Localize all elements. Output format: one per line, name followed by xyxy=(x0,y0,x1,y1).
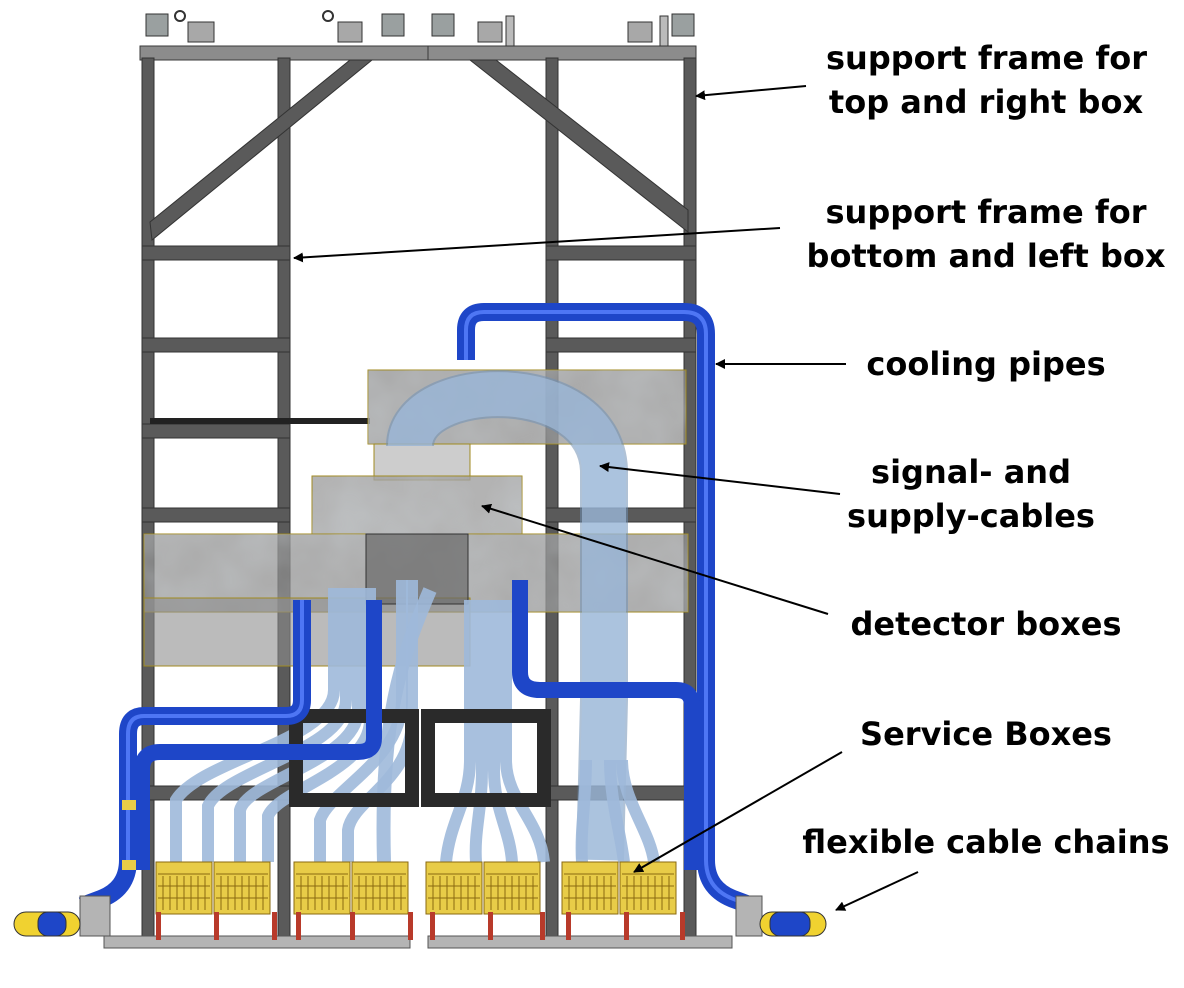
label-flexible-cable-chains: flexible cable chains xyxy=(800,820,1172,864)
label-line: flexible cable chains xyxy=(802,823,1170,861)
arrow-cable-chains xyxy=(835,871,919,911)
label-line: signal- and xyxy=(871,453,1071,491)
label-line: bottom and left box xyxy=(806,237,1166,275)
service-box xyxy=(351,861,409,915)
arrow-detector-boxes xyxy=(481,503,829,615)
service-box xyxy=(483,861,541,915)
service-box xyxy=(213,861,271,915)
leader-arrows xyxy=(293,85,919,911)
label-support-frame-bottom-left: support frame for bottom and left box xyxy=(806,190,1166,278)
label-support-frame-top-right: support frame for top and right box xyxy=(826,36,1148,124)
label-line: detector boxes xyxy=(850,605,1122,643)
label-service-boxes: Service Boxes xyxy=(856,712,1116,756)
flexible-cable-chains xyxy=(13,895,827,937)
service-boxes xyxy=(155,861,677,915)
top-clamps xyxy=(145,10,695,47)
service-box xyxy=(293,861,351,915)
label-cooling-pipes: cooling pipes xyxy=(866,342,1106,386)
arrow-top-right-frame xyxy=(695,85,807,101)
arrow-bottom-left-frame xyxy=(293,227,781,263)
service-box xyxy=(561,861,619,915)
base xyxy=(103,912,733,949)
label-line: support frame for xyxy=(825,193,1147,231)
label-detector-boxes: detector boxes xyxy=(846,602,1126,646)
label-line: cooling pipes xyxy=(866,345,1106,383)
label-line: Service Boxes xyxy=(860,715,1112,753)
label-signal-supply-cables: signal- and supply-cables xyxy=(846,450,1096,538)
service-box xyxy=(425,861,483,915)
arrow-cables xyxy=(599,462,841,495)
label-line: support frame for xyxy=(826,39,1148,77)
arrow-service-boxes xyxy=(633,751,843,873)
cooling-pipes xyxy=(78,303,756,915)
label-line: supply-cables xyxy=(847,497,1095,535)
label-line: top and right box xyxy=(828,83,1144,121)
service-box xyxy=(619,861,677,915)
service-box xyxy=(155,861,213,915)
